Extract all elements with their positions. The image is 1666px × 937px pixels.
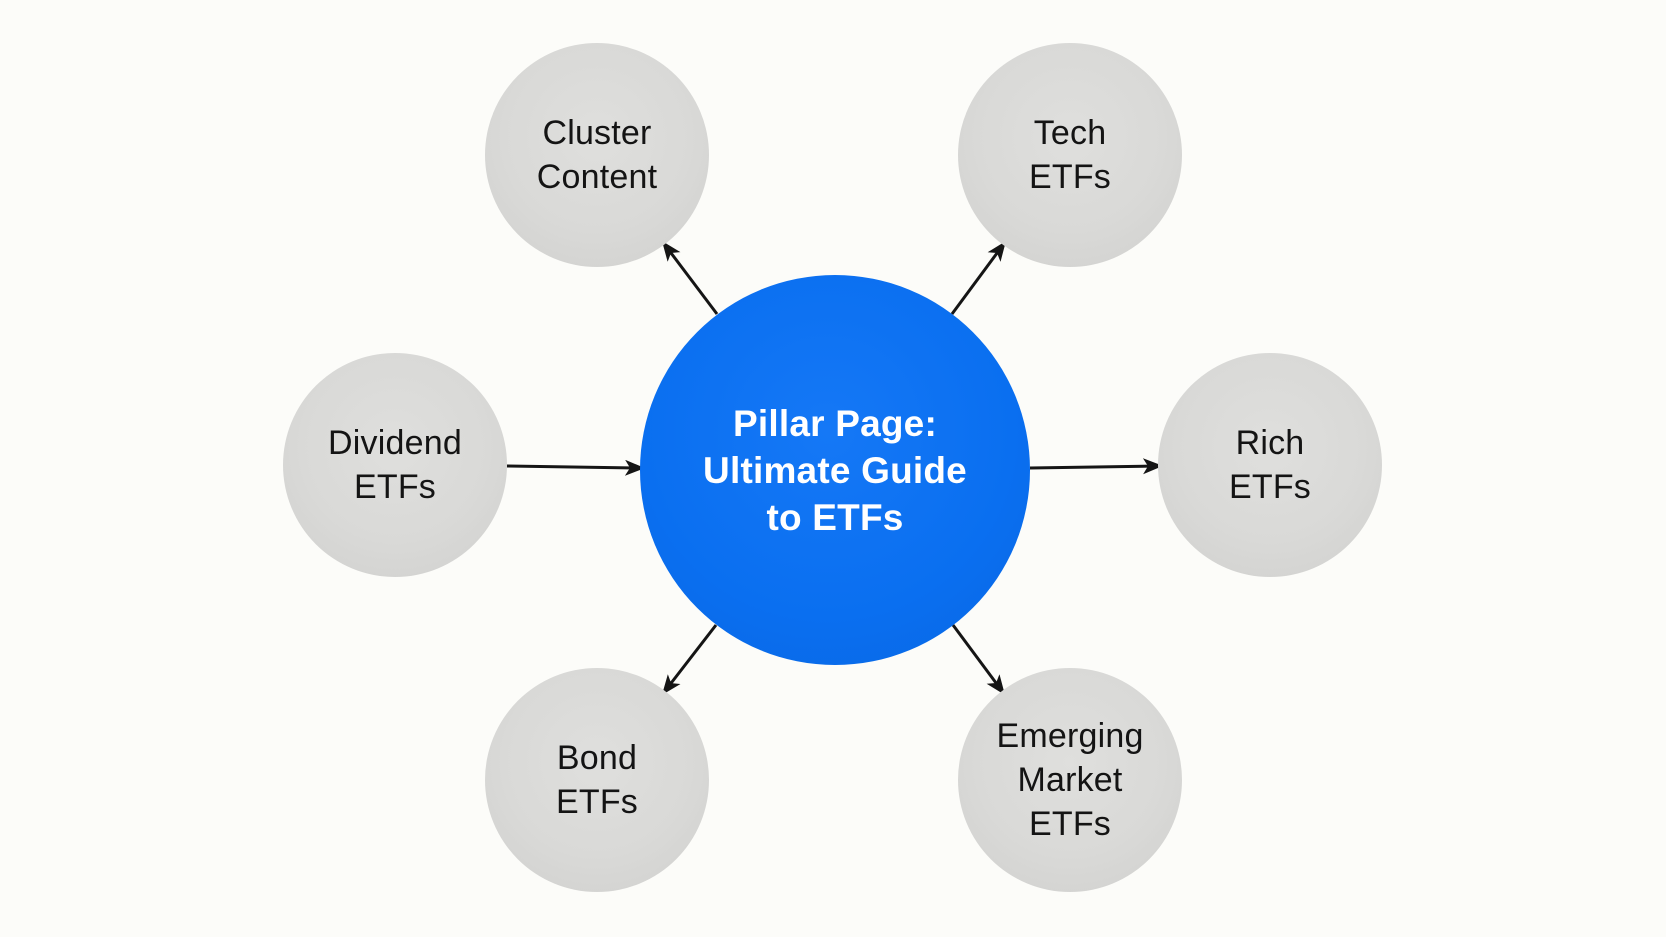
node-dividend-etfs: Dividend ETFs	[283, 353, 507, 577]
node-label-line: ETFs	[555, 783, 638, 821]
node-cluster-content: Cluster Content	[485, 43, 709, 267]
node-bond-etfs: Bond ETFs	[485, 668, 709, 892]
node-label-line: Bond	[556, 739, 638, 777]
hub-label-line: Pillar Page:	[733, 402, 937, 444]
node-emerging-market-etfs: Emerging Market ETFs	[958, 668, 1182, 892]
node-label-line: ETFs	[1228, 468, 1311, 506]
node-rich-etfs: Rich ETFs	[1158, 353, 1382, 577]
hub-label-line: Ultimate Guide	[703, 449, 967, 491]
node-label-line: Dividend	[328, 424, 462, 462]
hub-node-pillar-page: Pillar Page: Ultimate Guide to ETFs	[640, 275, 1030, 665]
edge-pillar-to-cluster-content	[661, 241, 719, 315]
node-label-line: Emerging	[996, 717, 1144, 755]
node-label-line: ETFs	[1028, 158, 1111, 196]
edge-pillar-to-emerging-market-etfs	[951, 624, 1005, 696]
edge-pillar-to-bond-etfs	[661, 624, 718, 695]
edge-pillar-to-rich-etfs	[1029, 458, 1163, 475]
node-label-line: Content	[536, 158, 658, 196]
node-label-line: ETFs	[1028, 805, 1111, 843]
node-tech-etfs: Tech ETFs	[958, 43, 1182, 267]
node-label-line: ETFs	[353, 468, 436, 506]
hub-label-line: to ETFs	[766, 496, 904, 538]
node-label-line: Market	[1017, 761, 1123, 799]
node-label-line: Cluster	[542, 114, 652, 152]
node-label-line: Rich	[1235, 424, 1305, 462]
edge-dividend-etfs-to-pillar	[506, 459, 645, 476]
edge-pillar-to-tech-etfs	[950, 240, 1006, 315]
node-label-line: Tech	[1033, 114, 1107, 152]
